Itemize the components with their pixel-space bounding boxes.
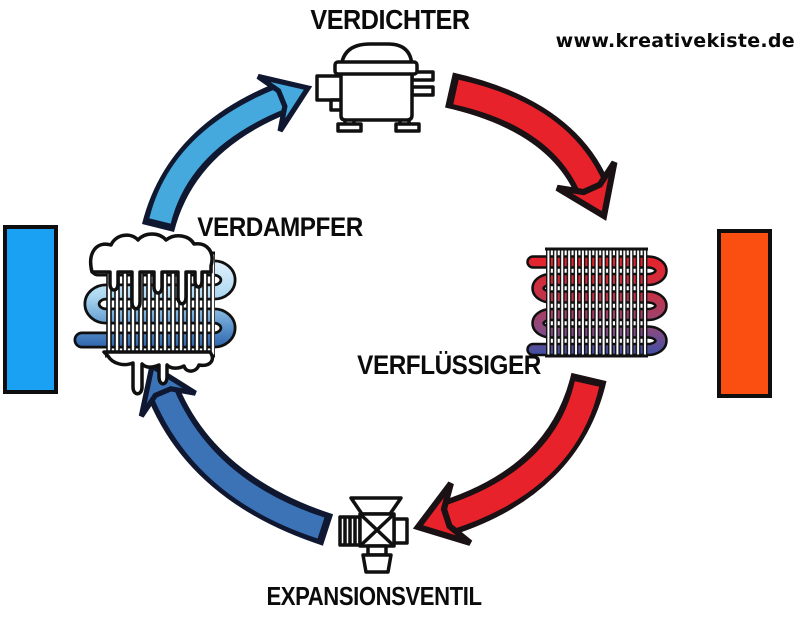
compressor-terminal-box bbox=[315, 74, 345, 102]
arrow-shaft bbox=[153, 389, 325, 539]
ice-cap-icon bbox=[89, 232, 214, 311]
condenser-fins bbox=[545, 249, 648, 356]
valve-cap bbox=[349, 496, 403, 516]
arrow-shaft bbox=[149, 88, 285, 224]
compressor-feet bbox=[336, 116, 421, 133]
compressor-label: VERDICHTER bbox=[310, 4, 470, 35]
hot-zone-bar bbox=[717, 229, 772, 398]
valve-right-port bbox=[392, 517, 409, 545]
arrow-compressor-to-condenser bbox=[444, 72, 618, 221]
compressor-pipe-lower bbox=[410, 85, 435, 97]
arrowhead-icon bbox=[256, 73, 313, 133]
condenser-tube bbox=[528, 257, 666, 354]
condenser-icon bbox=[526, 247, 668, 358]
expansion-valve-label: EXPANSIONSVENTIL bbox=[266, 581, 482, 611]
cold-zone-bar bbox=[3, 225, 58, 394]
evaporator-icon bbox=[73, 232, 237, 396]
expansion-valve-icon bbox=[338, 496, 409, 574]
ice-drip-icon bbox=[102, 350, 215, 396]
valve-outlet bbox=[361, 553, 393, 574]
arrowhead-icon bbox=[412, 481, 473, 546]
arrow-evaporator-to-compressor bbox=[141, 73, 313, 233]
arrowhead-icon bbox=[555, 160, 618, 221]
evaporator-label: VERDAMPFER bbox=[197, 212, 363, 242]
compressor-icon bbox=[315, 42, 435, 133]
arrow-valve-to-evaporator bbox=[138, 361, 334, 546]
arrow-condenser-to-valve bbox=[412, 372, 607, 546]
arrow-shaft bbox=[453, 79, 604, 194]
compressor-body bbox=[339, 42, 414, 122]
arrowhead-icon bbox=[138, 361, 197, 418]
evaporator-tube bbox=[76, 262, 234, 346]
watermark-url: www.kreativekiste.de bbox=[555, 30, 795, 52]
condenser-fin-rails bbox=[545, 247, 648, 358]
arrow-shaft bbox=[443, 380, 600, 530]
valve-cross bbox=[358, 512, 396, 548]
valve-fitting-ribs bbox=[343, 517, 357, 545]
compressor-seam bbox=[333, 60, 419, 76]
condenser-label: VERFLÜSSIGER bbox=[357, 350, 541, 380]
arrow-outline bbox=[148, 387, 334, 546]
